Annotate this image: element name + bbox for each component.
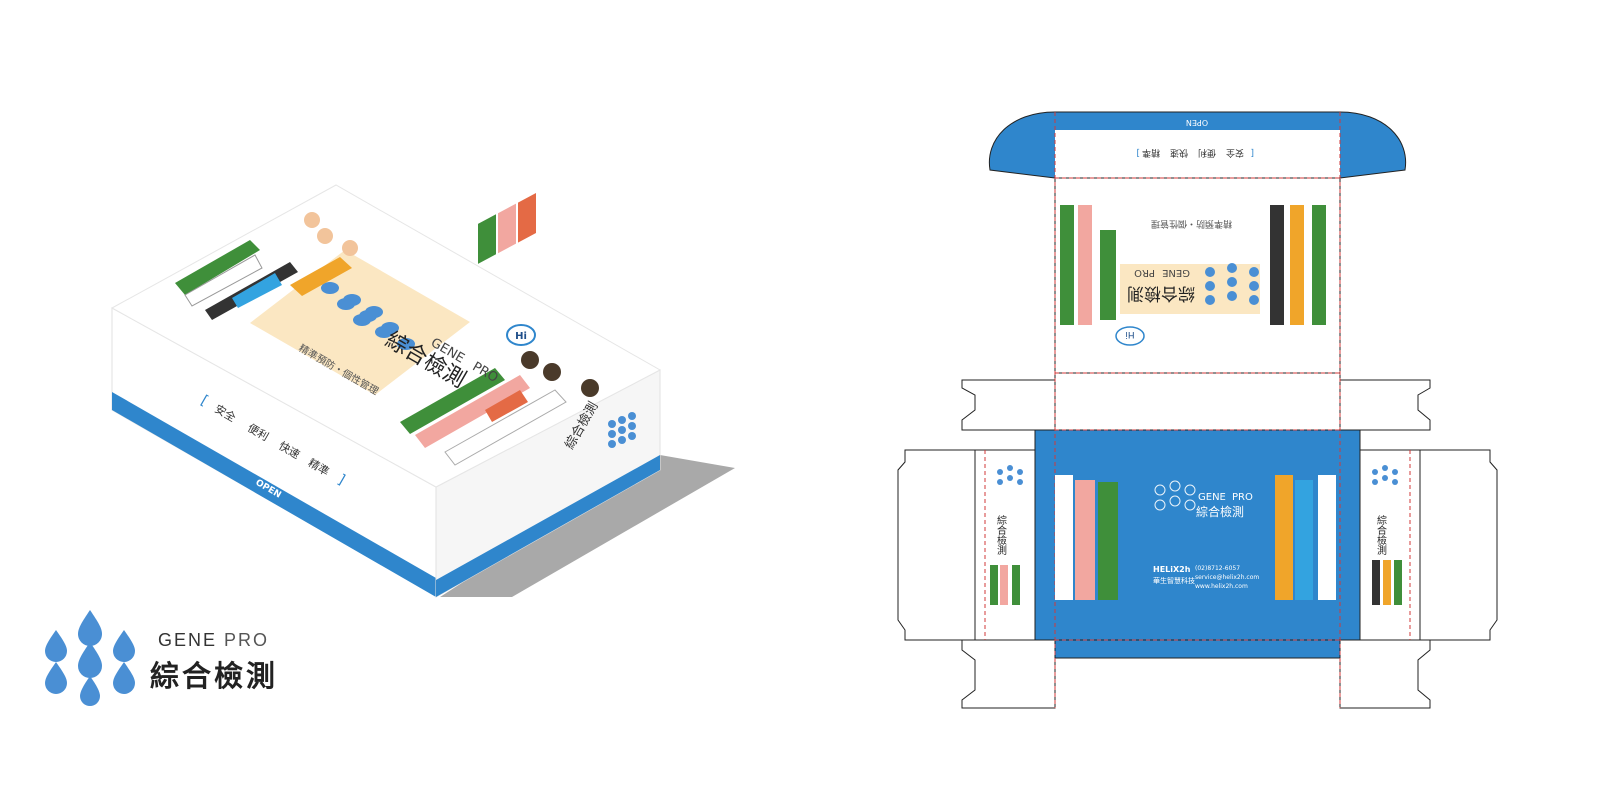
dieline-base-logo-drops — [1154, 480, 1196, 511]
brand-name-en: GENE PRO — [158, 630, 269, 651]
dieline-hi-bubble: Hi — [1115, 326, 1145, 346]
brand-name-en-1: GENE — [158, 630, 218, 650]
brand-logo-drops — [45, 610, 135, 706]
dieline-lid-name-en: GENE — [1162, 267, 1190, 278]
svg-text:PRO: PRO — [1232, 492, 1253, 503]
dieline-end-people — [990, 560, 1402, 605]
svg-text:Hi: Hi — [515, 331, 527, 342]
box-top-people-right — [400, 351, 599, 466]
dieline-lid-tagline: 精準預防・個性管理 — [1151, 218, 1232, 230]
dieline-feature-list: [ 安全 便利 快速 精準 ] — [1136, 147, 1254, 159]
box-top-people-left — [175, 212, 358, 320]
svg-text:[: [ — [1250, 147, 1254, 157]
dieline-end-left-name: 綜合檢測 — [995, 514, 1007, 556]
svg-text:]: ] — [1136, 147, 1140, 157]
box-end-drops — [608, 412, 636, 448]
box-end-people — [478, 193, 536, 264]
contact-phone: (02)8712-6057 — [1195, 565, 1240, 572]
feature-item: 快速 — [1170, 147, 1188, 159]
feature-item: 便利 — [1198, 147, 1216, 159]
dieline-lid-name-zh: 綜合檢測 — [1127, 283, 1195, 303]
box-3d-illustration: Hi GENE PRO 綜合檢測 精準預防・個性管理 [ 安全 便利 快速 精準… — [110, 184, 735, 598]
contact-email: service@helix2h.com — [1195, 574, 1259, 581]
feature-item: 安全 — [1226, 147, 1244, 159]
dieline-dust-flap-ul — [961, 379, 1056, 431]
dieline-end-right — [1359, 449, 1421, 641]
box-dieline: OPEN [ 安全 便利 快速 精準 ] 綜合檢測 GENE PRO 精準預防・… — [897, 111, 1498, 709]
dieline-open-label: OPEN — [1186, 118, 1208, 127]
contact-web: www.helix2h.com — [1195, 583, 1248, 590]
dieline-lid-drops — [1205, 263, 1259, 305]
feature-item: 精準 — [1142, 147, 1160, 159]
dieline-end-right-name: 綜合檢測 — [1375, 514, 1387, 556]
box-end-stripe — [436, 455, 660, 597]
dieline-dust-flap-ll — [961, 639, 1056, 709]
company-name: HELiX2h — [1153, 565, 1191, 574]
dieline-dust-flap-ur — [1339, 379, 1431, 431]
dieline-back-wall — [1054, 372, 1341, 431]
dieline-base-people — [1055, 475, 1336, 600]
dieline-end-right-drops — [1372, 465, 1398, 485]
brand-name-en-2: PRO — [224, 630, 270, 650]
box-front-stripe — [112, 392, 436, 597]
dieline-side-flap-right — [1419, 449, 1498, 641]
company-name-zh: 華生智慧科技 — [1153, 576, 1195, 585]
dieline-fold-lines — [984, 112, 1411, 708]
box-shadow — [440, 455, 735, 597]
dieline-end-left-drops — [997, 465, 1023, 485]
brand-name-zh: 綜合檢測 — [150, 659, 279, 693]
dieline-lid-people — [1060, 205, 1326, 325]
dieline-base-name-zh: 綜合檢測 — [1196, 504, 1244, 519]
svg-text:PRO: PRO — [1134, 267, 1155, 278]
hi-speech-bubble: Hi — [506, 324, 536, 346]
box-top-drops — [321, 282, 415, 350]
dieline-base-name-en: GENE — [1198, 492, 1226, 503]
dieline-dust-flap-lr — [1339, 639, 1431, 709]
dieline-side-flap-left — [897, 449, 976, 641]
svg-text:Hi: Hi — [1125, 329, 1134, 339]
